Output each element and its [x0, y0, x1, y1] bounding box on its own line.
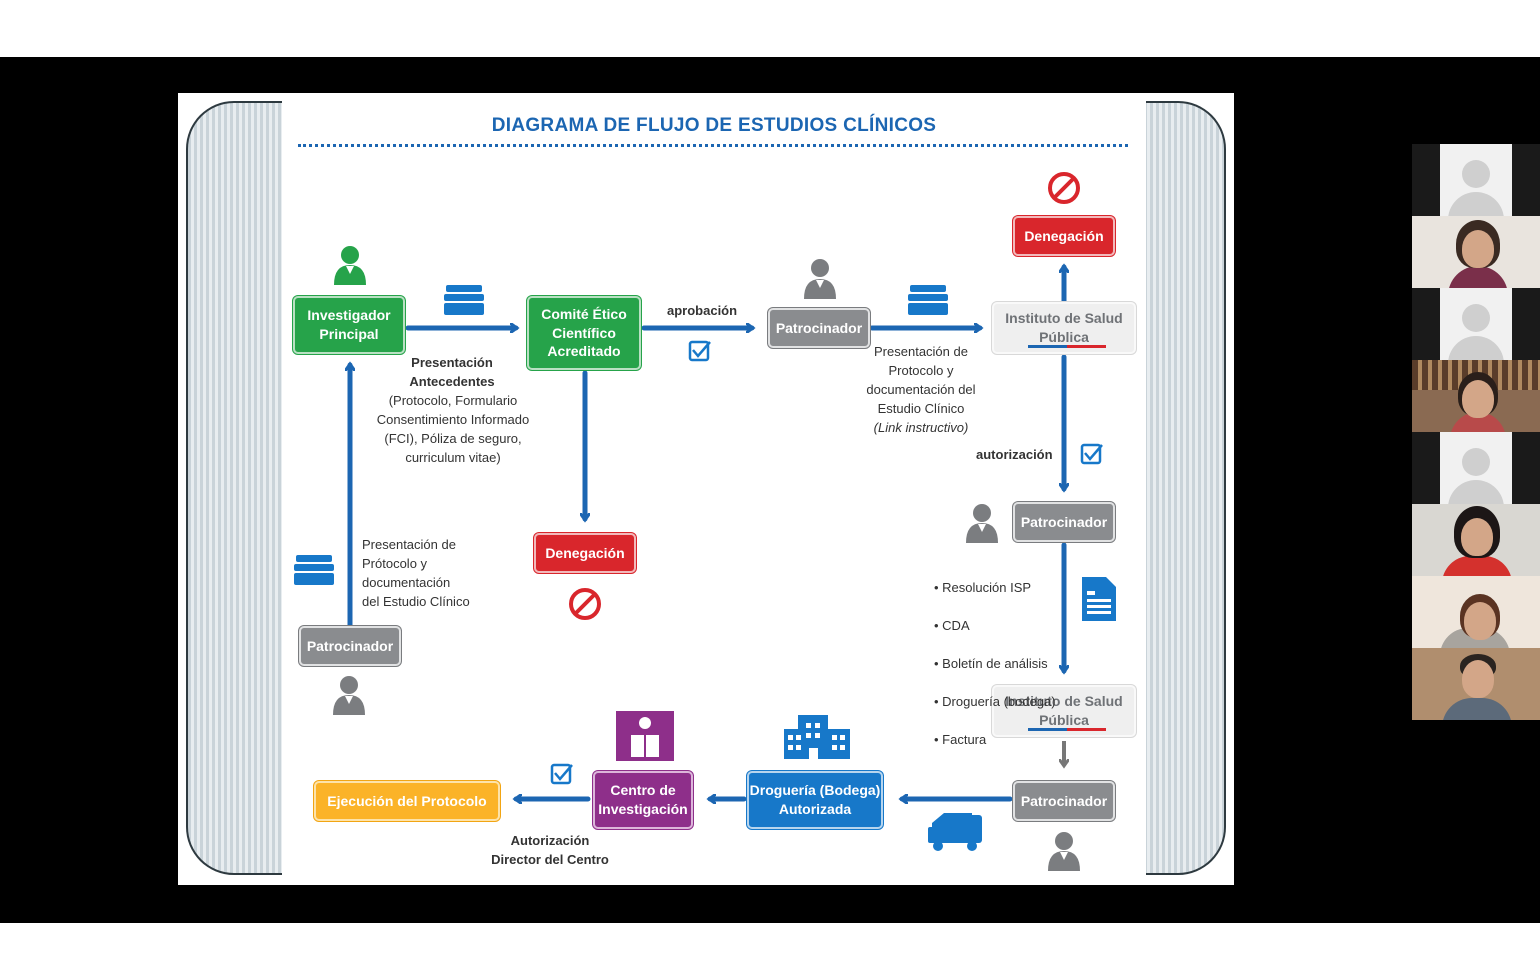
aprobacion-label: aprobación — [667, 303, 738, 318]
denegacion-top-node: Denegación — [1013, 216, 1115, 256]
patrocinador-right-person-icon — [966, 504, 998, 543]
autorizacion-label: autorización — [976, 447, 1053, 462]
user-silhouette-icon — [1462, 304, 1490, 332]
documents-stack-icon-2 — [908, 285, 948, 315]
patrocinador-left-node: Patrocinador — [299, 626, 401, 666]
participant-tile[interactable] — [1412, 288, 1540, 360]
delivery-truck-icon — [928, 813, 982, 851]
document-item: Resolución ISP — [934, 578, 1064, 597]
diagram-title: DIAGRAMA DE FLUJO DE ESTUDIOS CLÍNICOS — [491, 115, 937, 136]
diagram-area: DIAGRAMA DE FLUJO DE ESTUDIOS CLÍNICOS — [282, 93, 1146, 885]
documents-stack-icon-1 — [444, 285, 484, 315]
participant-tile[interactable] — [1412, 144, 1540, 216]
documents-stack-icon-3 — [294, 555, 334, 585]
presentacion-protocolo-right: Presentación de Protocolo y documentació… — [866, 344, 976, 416]
document-item: Droguería (bodega) — [934, 692, 1064, 711]
patrocinador-right-node: Patrocinador — [1013, 502, 1115, 542]
comite-etico-node: Comité Ético Científico Acreditado — [527, 296, 641, 370]
autorizacion-director-label: Autorización Director del Centro — [491, 833, 609, 867]
patrocinador-bottom-person-icon — [1048, 832, 1080, 871]
patrocinador-top-person-icon — [804, 259, 836, 299]
research-center-icon — [616, 711, 674, 761]
patrocinador-left-person-icon — [333, 676, 365, 715]
presentacion-protocolo-left: Presentación de Prótocolo y documentació… — [362, 537, 470, 609]
prohibited-icon-mid — [569, 588, 601, 620]
user-silhouette-icon — [1462, 160, 1490, 188]
user-silhouette-icon — [1462, 448, 1490, 476]
patrocinador-top-node: Patrocinador — [768, 308, 870, 348]
check-icon-director — [550, 763, 573, 785]
denegacion-mid-node: Denegación — [534, 533, 636, 573]
screen-share-area: DIAGRAMA DE FLUJO DE ESTUDIOS CLÍNICOS — [0, 57, 1540, 923]
participant-video-tile[interactable] — [1412, 504, 1540, 576]
ejecucion-protocolo-node: Ejecución del Protocolo — [314, 781, 500, 821]
check-icon-aprobacion — [688, 340, 711, 362]
isp-bottom-underline — [1028, 728, 1106, 731]
investigador-principal-node: Investigador Principal — [293, 296, 405, 354]
title-divider — [298, 144, 1128, 147]
participant-video-tile[interactable] — [1412, 576, 1540, 648]
presentacion-antecedentes-detail: (Protocolo, Formulario Consentimiento In… — [376, 393, 530, 465]
participant-tile[interactable] — [1412, 432, 1540, 504]
slide-left-border — [186, 101, 286, 875]
participant-video-tile[interactable] — [1412, 216, 1540, 288]
document-item: Factura — [934, 730, 1064, 749]
patrocinador-bottom-node: Patrocinador — [1013, 781, 1115, 821]
isp-top-node: Instituto de Salud Pública — [992, 302, 1136, 354]
participant-video-tile[interactable] — [1412, 648, 1540, 720]
flow-arrows — [294, 172, 1116, 871]
document-item: CDA — [934, 616, 1064, 635]
hospital-building-icon — [784, 715, 850, 759]
link-instructivo[interactable]: (Link instructivo) — [873, 420, 969, 435]
isp-top-label: Instituto de Salud Pública — [1005, 310, 1123, 345]
presentacion-antecedentes-title: Presentación Antecedentes — [409, 355, 495, 389]
check-icon-autorizacion — [1080, 443, 1103, 465]
drogueria-node: Droguería (Bodega) Autorizada — [747, 771, 883, 829]
investigador-person-icon — [334, 246, 366, 285]
participant-video-tile[interactable] — [1412, 360, 1540, 432]
document-item: Boletín de análisis — [934, 654, 1064, 673]
document-icon — [1082, 577, 1116, 621]
participant-gallery — [1412, 144, 1540, 720]
centro-investigacion-node: Centro de Investigación — [593, 771, 693, 829]
documents-list: Resolución ISP CDA Boletín de análisis D… — [934, 559, 1064, 768]
prohibited-icon-top — [1048, 172, 1080, 204]
isp-top-underline — [1028, 345, 1106, 348]
presentation-slide: DIAGRAMA DE FLUJO DE ESTUDIOS CLÍNICOS — [178, 93, 1234, 885]
